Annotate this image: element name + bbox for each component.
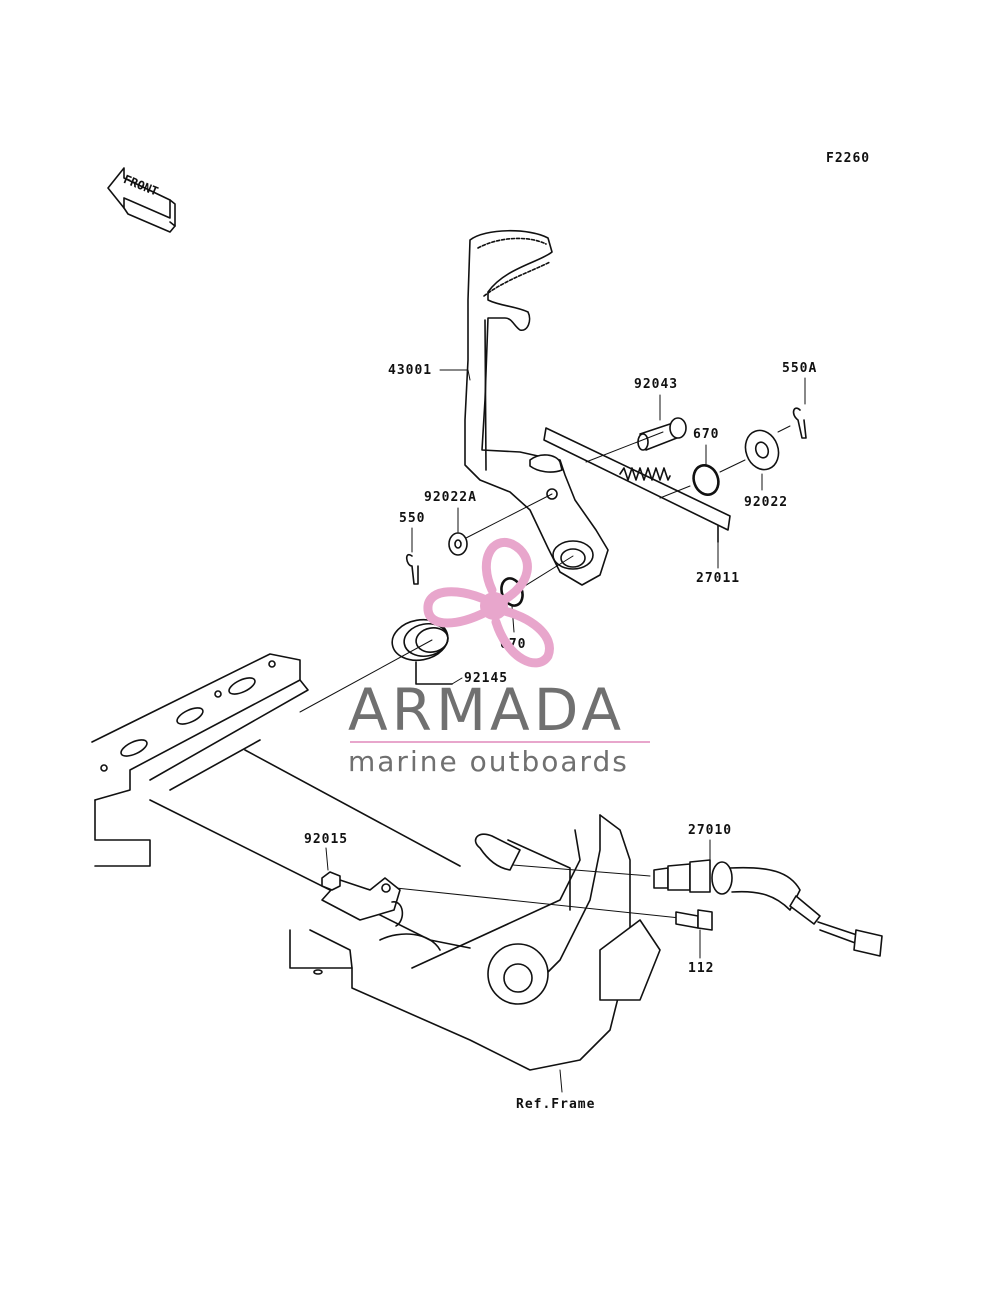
cotter-pin-550a [792, 407, 807, 439]
bolt-112 [675, 909, 713, 931]
part-label-550: 550 [399, 511, 425, 526]
part-label-670-upper: 670 [693, 427, 719, 442]
rod-spring [619, 467, 671, 481]
brake-switch-27010 [653, 859, 883, 957]
diagram-code: F2260 [826, 151, 870, 166]
front-arrow-icon [107, 167, 176, 233]
watermark-subtitle: marine outboards [348, 745, 629, 778]
part-label-92015: 92015 [304, 832, 348, 847]
washer-92022a [448, 532, 468, 556]
part-label-ref-frame: Ref.Frame [516, 1097, 595, 1112]
cotter-pin-550 [405, 553, 419, 585]
part-label-43001: 43001 [388, 363, 432, 378]
rod-27011 [543, 427, 731, 543]
propeller-logo-icon [423, 538, 554, 668]
part-label-92145: 92145 [464, 671, 508, 686]
nut-92015 [321, 871, 341, 891]
part-label-92043: 92043 [634, 377, 678, 392]
part-label-92022: 92022 [744, 495, 788, 510]
oring-upper [692, 464, 720, 496]
brake-pedal [464, 229, 609, 586]
torsion-spring-92145 [391, 618, 453, 685]
pin-92043 [637, 417, 687, 451]
part-label-27010: 27010 [688, 823, 732, 838]
washer-92022 [744, 429, 780, 471]
watermark-title: ARMADA [348, 676, 625, 744]
armada-watermark: ARMADA marine outboards [348, 538, 650, 778]
part-label-92022a: 92022A [424, 490, 477, 505]
part-label-27011: 27011 [696, 571, 740, 586]
part-label-550a: 550A [782, 361, 817, 376]
part-label-112: 112 [688, 961, 714, 976]
frame [91, 653, 661, 1071]
